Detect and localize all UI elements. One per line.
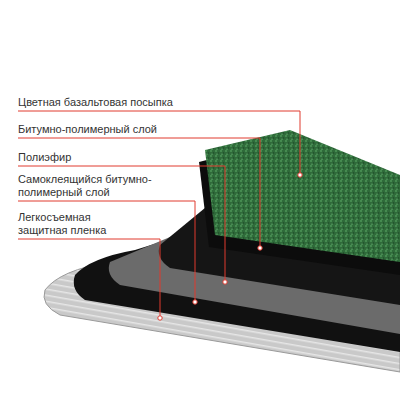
layer-label: Полиэфир xyxy=(18,151,218,164)
leader-dots xyxy=(158,173,302,320)
layer-label: Легкосъемная защитная пленка xyxy=(18,211,118,237)
layer-label: Битумно-полимерный слой xyxy=(18,123,248,136)
layer-label: Самоклеящийся битумно-полимерный слой xyxy=(18,173,158,199)
leader-lines xyxy=(18,111,300,318)
layer-label: Цветная базальтовая посыпка xyxy=(18,96,288,109)
basalt-granules xyxy=(205,130,400,262)
